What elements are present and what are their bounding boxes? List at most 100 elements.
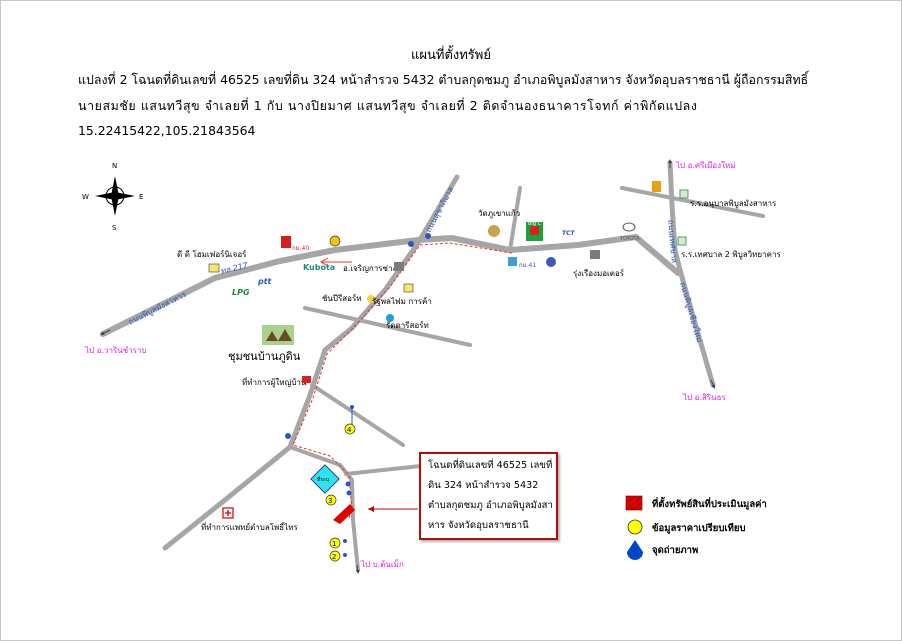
flag-icon-2	[677, 236, 687, 246]
comparable-marker-1: 1	[329, 537, 341, 549]
svg-text:ที่ระบุ: ที่ระบุ	[317, 476, 329, 483]
callout-line-2: ดิน 324 หน้าสำรวจ 5432	[428, 480, 539, 491]
comparable-marker-3: 3	[325, 494, 337, 506]
route-arrow-red	[319, 257, 352, 267]
place-rattana: รัตดารีสอร์ท	[386, 320, 429, 330]
road-arrow-warin	[100, 329, 111, 335]
road-to-ban-tan	[288, 445, 360, 572]
homemart-icon	[208, 263, 220, 273]
route-start-marker	[408, 241, 414, 247]
place-homemart: ดี ดี โฮมเฟอร์นิเจอร์	[177, 249, 247, 259]
road-side-1	[303, 306, 472, 347]
legend: ที่ตั้งทรัพย์สินที่ประเมินมูลค่า ข้อมูลร…	[625, 495, 767, 560]
shop-icon	[394, 262, 404, 271]
place-hospital: ร.ร.อนุบาลพิบูลมังสาหาร	[690, 199, 777, 209]
garage-icon	[590, 250, 600, 259]
place-school: ร.ร.เทศบาล 2 พิบูลวิทยาคาร	[681, 250, 781, 260]
plot-sign: ที่ระบุ	[310, 464, 340, 494]
km41-icon	[508, 257, 517, 266]
photo-points	[285, 433, 352, 557]
svg-text:2: 2	[332, 553, 336, 561]
place-health-center: ที่ทำการแพทย์ตำบลโพธิ์ไทร	[201, 521, 298, 532]
route-path	[292, 242, 513, 521]
callout-line-1: โฉนดที่ดินเลขที่ 46525 เลขที่	[428, 460, 553, 471]
store-icon	[403, 283, 414, 293]
property-callout: โฉนดที่ดินเลขที่ 46525 เลขที่ ดิน 324 หน…	[419, 452, 558, 540]
road-north-branch-1	[415, 174, 460, 246]
road-label-right: ถนนพิบูลเชียงใหม่	[677, 281, 704, 344]
health-cross	[225, 510, 231, 516]
place-jaroen-karn-chang: อ.เจริญการช่าง	[343, 264, 396, 273]
photo-point-junction	[425, 233, 431, 239]
legend-photo-swatch	[627, 540, 643, 560]
road-arrow-ban-tan	[355, 564, 360, 574]
callout-line-3: ตำบลกุดชมภู อำเภอพิบูลมังสา	[428, 500, 553, 511]
office-icon	[302, 376, 311, 383]
legend-photo-label: จุดถ่ายภาพ	[652, 545, 698, 556]
km40-icon	[281, 236, 291, 248]
road-label-vertical: ถนนเทศบาล	[666, 219, 679, 263]
toyota-icon	[622, 222, 636, 232]
road-label-top-branch: ถนนสุขาภิบาล	[424, 185, 456, 234]
place-chan-resort: ชันปีรีสอร์ท	[322, 293, 362, 303]
gear-icon	[329, 235, 341, 247]
legend-comparable-label: ข้อมูลราคาเปรียบเทียบ	[652, 522, 746, 535]
flag-icon-1	[679, 189, 689, 199]
temple-icon	[488, 225, 500, 237]
road-north-branch-2	[508, 186, 522, 252]
place-village-head: ที่ทำการผู้ใหญ่บ้าน	[242, 376, 307, 388]
hospital-icon	[652, 181, 661, 192]
place-km41: กม.41	[519, 262, 536, 269]
direction-to-si-mueang-mai: ไป อ.ศรีเมืองใหม่	[675, 161, 736, 170]
road-label-left: ถนนพิบูลมังสาหาร	[127, 290, 189, 328]
place-ratchaphon: รัฐพลไฟม การค้า	[372, 297, 432, 306]
bigc-icon-inner	[530, 226, 539, 235]
svg-text:4: 4	[347, 426, 352, 434]
comparable-marker-2: 2	[329, 550, 341, 562]
compass-west: W	[82, 193, 89, 201]
svg-text:1: 1	[332, 540, 336, 548]
road-south-main	[162, 240, 421, 551]
legend-comparable-swatch	[627, 519, 643, 535]
road-right-branch	[633, 234, 681, 276]
road-side-3	[344, 463, 432, 476]
description-line-1: แปลงที่ 2 โฉนดที่ดินเลขที่ 46525 เลขที่ด…	[78, 72, 809, 87]
description-line-2: นายสมชัย แสนทวีสุข จำเลยที่ 1 กับ นางปิย…	[78, 98, 698, 113]
callout-line-4: หาร จังหวัดอุบลราชธานี	[428, 520, 529, 531]
compass-south: S	[112, 224, 117, 232]
brand-logo-1: TCT	[562, 230, 575, 237]
page-title: แผนที่ตั้งทรัพย์	[411, 48, 491, 63]
legend-property-label: ที่ตั้งทรัพย์สินที่ประเมินมูลค่า	[652, 496, 767, 511]
road-side-2	[310, 383, 405, 447]
place-lpg: LPG	[232, 288, 250, 297]
shop-icon-2	[546, 257, 556, 267]
compass-east: E	[139, 193, 143, 201]
place-wat: วัดภูเขาแก้ว	[478, 209, 520, 219]
callout-pointer-head	[368, 506, 374, 512]
road-to-si-mueang-mai	[667, 160, 683, 273]
svg-text:3: 3	[328, 497, 332, 505]
place-km40: กม.40	[292, 245, 309, 252]
road-network	[100, 160, 765, 572]
direction-to-warin: ไป อ.วารินชำราบ	[84, 346, 147, 355]
resort-icon	[367, 295, 375, 303]
place-community: ชุมชนบ้านภูดิน	[228, 350, 301, 363]
road-arrow-sirindhorn	[710, 379, 716, 389]
resort-icon-2	[386, 314, 394, 322]
road-to-sirindhorn	[677, 267, 716, 388]
road-top-right-branch	[620, 186, 765, 218]
place-toyota: TOYOTA	[619, 236, 640, 242]
place-ptt: ptt	[257, 277, 273, 286]
compass-rose: N S E W	[82, 162, 143, 232]
property-plot	[333, 504, 355, 524]
direction-to-ban-tan: ไป บ.ต้นเม็ก	[360, 559, 404, 569]
place-kubota: Kubota	[303, 263, 335, 272]
compass-north: N	[112, 162, 117, 170]
place-rungrueang: รุ่งเรืองมอเตอร์	[573, 268, 625, 278]
direction-to-sirindhorn: ไป อ.สิรินธร	[682, 393, 727, 402]
description-coordinates: 15.22415422,105.21843564	[78, 123, 256, 138]
place-bigc: Big C	[528, 221, 542, 227]
comparable-marker-4: 4	[344, 405, 356, 435]
community-icon	[262, 325, 294, 345]
